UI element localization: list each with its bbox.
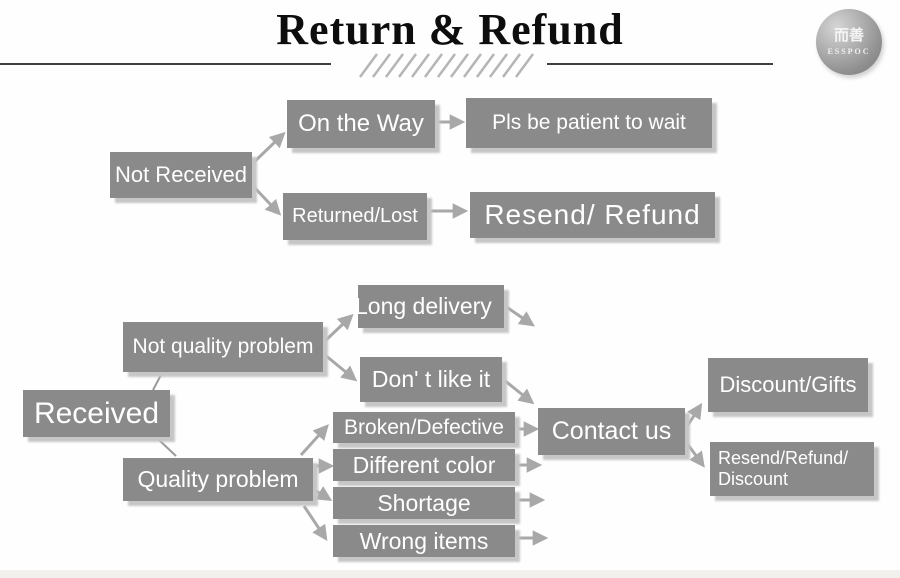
node-label: Resend/ Refund	[484, 199, 701, 230]
node-label: Long delivery	[358, 293, 492, 319]
node-on-the-way: On the Way	[287, 100, 435, 148]
node-label: Not quality problem	[132, 335, 314, 358]
node-received: Received	[23, 390, 170, 437]
logo-text-cn: 而善	[833, 28, 864, 45]
node-label: Returned/Lost	[292, 205, 418, 227]
node-shortage: Shortage	[333, 487, 515, 519]
node-not-quality-problem: Not quality problem	[123, 322, 323, 372]
node-label: Wrong items	[359, 527, 489, 554]
hatch-decoration	[358, 53, 535, 78]
right-divider	[547, 63, 773, 65]
node-returned-lost: Returned/Lost	[283, 193, 427, 240]
node-label: Quality problem	[137, 466, 299, 492]
node-wrong-items: Wrong items	[333, 525, 515, 557]
node-label: Different color	[352, 451, 496, 478]
node-broken-defective: Broken/Defective	[333, 412, 515, 443]
node-resend-refund: Resend/ Refund	[470, 192, 715, 238]
node-dont-like-it: Don' t like it	[360, 357, 502, 402]
node-label: Shortage	[377, 489, 471, 516]
node-quality-problem: Quality problem	[123, 458, 313, 501]
esspoc-brand-logo-icon: 而善 ESSPOC	[816, 9, 882, 75]
node-label: Broken/Defective	[344, 415, 504, 439]
node-discount-gifts: Discount/Gifts	[708, 358, 868, 412]
node-label-line2: Discount	[718, 469, 789, 489]
node-label: Contact us	[551, 417, 672, 445]
node-label: Discount/Gifts	[719, 372, 857, 397]
node-label: On the Way	[298, 110, 424, 137]
node-label: Pls be patient to wait	[492, 111, 686, 134]
left-divider	[0, 63, 331, 65]
node-long-delivery: Long delivery	[358, 285, 504, 328]
node-label-line1: Resend/Refund/	[718, 448, 849, 469]
node-label: Don' t like it	[371, 366, 491, 392]
node-different-color: Different color	[333, 449, 515, 481]
node-label: Not Received	[114, 162, 248, 187]
node-not-received: Not Received	[110, 152, 252, 198]
page-title: Return & Refund	[276, 5, 624, 54]
node-label: Received	[33, 396, 160, 430]
node-resend-refund-discount: Resend/Refund/ Discount	[710, 442, 874, 496]
logo-text-en: ESSPOC	[827, 46, 871, 56]
node-pls-be-patient: Pls be patient to wait	[466, 98, 712, 148]
node-contact-us: Contact us	[538, 408, 685, 455]
page-bottom-edge	[0, 570, 900, 578]
